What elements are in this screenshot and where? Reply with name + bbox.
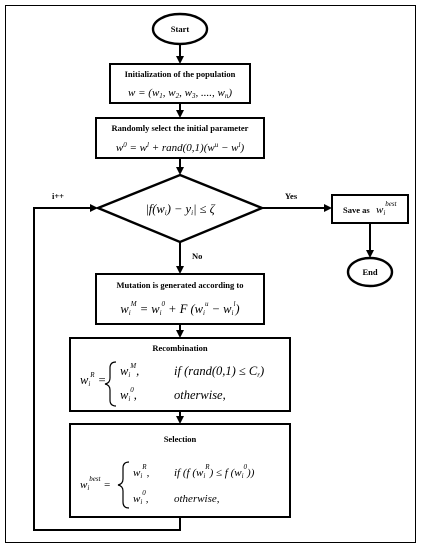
select-title: Randomly select the initial parameter <box>112 123 249 133</box>
save-box: Save as wibest <box>331 194 409 224</box>
end-label: End <box>362 267 377 277</box>
decision-diamond: |f(wi) − yi| ≤ ζ <box>94 173 266 244</box>
decision-condition: |f(wi) − yi| ≤ ζ <box>145 202 215 217</box>
selection-brace <box>117 461 130 509</box>
mutation-formula: wiM = wi0 + F (wiu − wil) <box>120 300 239 317</box>
select-formula: w0 = wl + rand(0,1)(wu − wl) <box>116 141 245 154</box>
start-terminal: Start <box>151 12 209 46</box>
selection-cond1: if (f (wiR) ≤ f (wi0)) <box>174 463 255 480</box>
init-formula: w = (w1, w2, w3, ...., wn) <box>128 87 232 100</box>
loop-arrow <box>33 204 181 531</box>
init-box: Initialization of the population w = (w1… <box>109 63 251 104</box>
start-label: Start <box>171 24 190 34</box>
selection-box: Selection wibest = wiR, if (f (wiR) ≤ f … <box>69 423 291 518</box>
end-terminal: End <box>346 256 394 288</box>
loop-label: i++ <box>52 191 64 201</box>
mutation-box: Mutation is generated according to wiM =… <box>95 273 265 325</box>
select-box: Randomly select the initial parameter w0… <box>95 117 265 159</box>
recombination-case1: wiM, <box>120 362 139 379</box>
recombination-brace <box>104 361 117 407</box>
no-label: No <box>192 251 202 261</box>
recombination-cond2: otherwise, <box>174 388 226 402</box>
selection-title: Selection <box>164 434 197 444</box>
recombination-title: Recombination <box>152 343 208 353</box>
selection-cond2: otherwise, <box>174 493 220 505</box>
selection-case2: wi0, <box>133 489 149 506</box>
mutation-title: Mutation is generated according to <box>116 280 243 290</box>
diagram-frame <box>5 5 416 543</box>
yes-label: Yes <box>285 191 298 201</box>
recombination-box: Recombination wiR = wiM, if (rand(0,1) ≤… <box>69 337 291 412</box>
init-title: Initialization of the population <box>125 69 236 79</box>
save-label: Save as <box>343 205 370 215</box>
recombination-cond1: if (rand(0,1) ≤ Cr) <box>174 364 264 379</box>
